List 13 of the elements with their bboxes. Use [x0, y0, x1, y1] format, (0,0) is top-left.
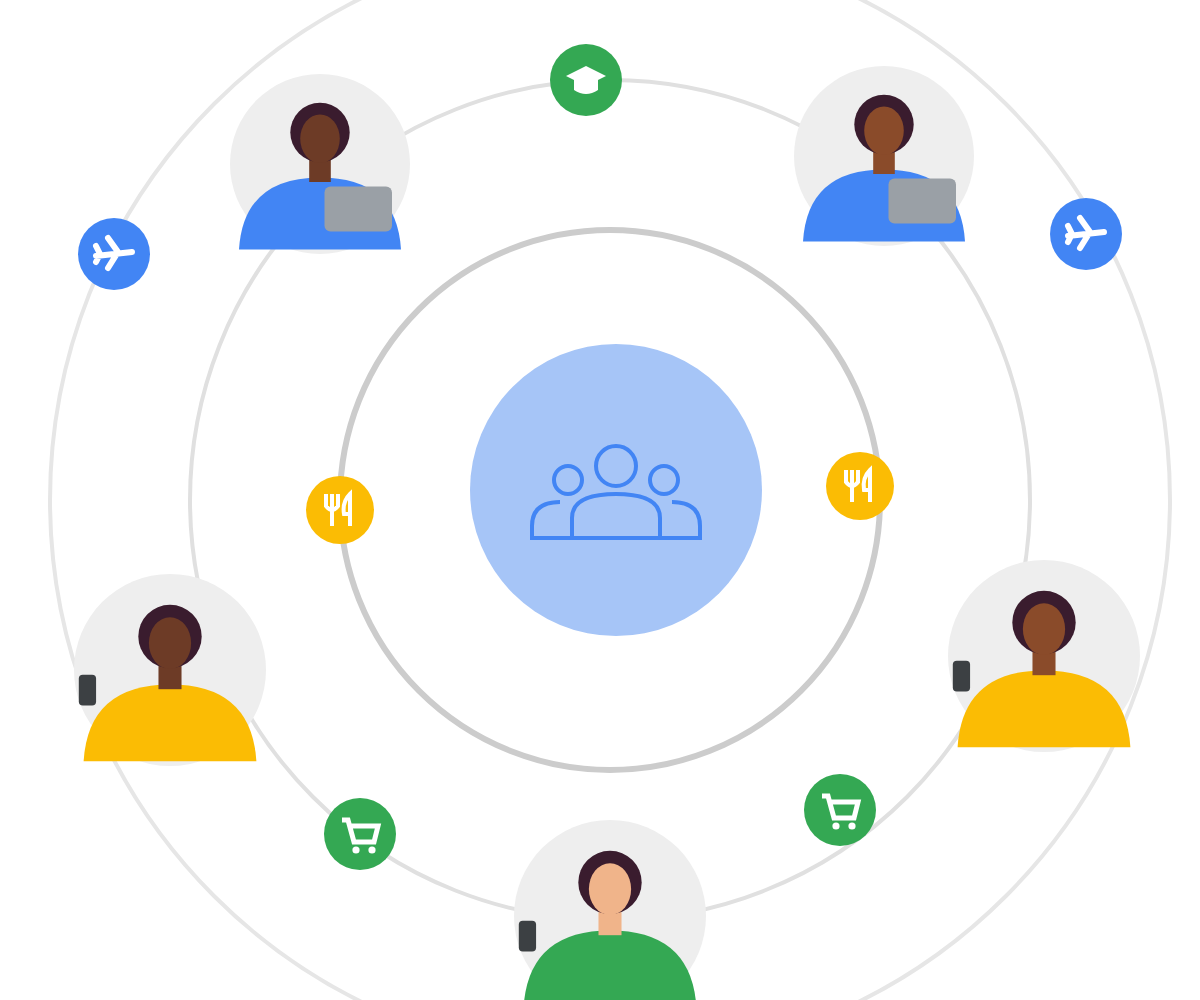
person-illustration [230, 74, 410, 254]
graduation-cap-icon [550, 44, 622, 116]
person-illustration [74, 574, 266, 766]
person-illustration [948, 560, 1140, 752]
person-illustration [794, 66, 974, 246]
person-illustration [514, 820, 706, 1000]
airplane-icon [78, 218, 150, 290]
shopping-cart-icon [804, 774, 876, 846]
airplane-icon [1050, 198, 1122, 270]
fork-knife-icon [306, 476, 374, 544]
fork-knife-icon [826, 452, 894, 520]
center-circle [470, 344, 762, 636]
shopping-cart-icon [324, 798, 396, 870]
